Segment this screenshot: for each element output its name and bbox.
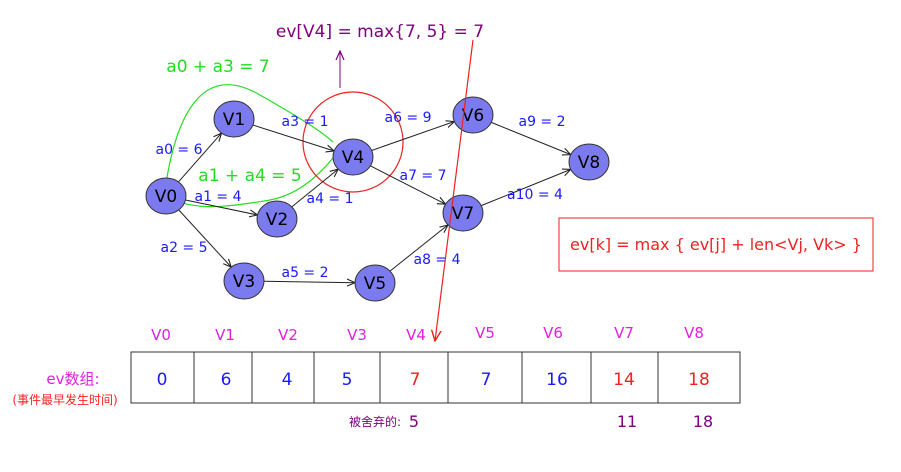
node-v8-label: V8 — [578, 153, 600, 173]
array-value-v3: 5 — [342, 370, 353, 390]
array-label: ev数组: — [46, 370, 99, 388]
discarded-label: 被舍弃的: — [349, 414, 401, 429]
edge-v1-v4 — [252, 124, 334, 151]
edge-v0-v2 — [185, 199, 257, 215]
array-headers: V0 V1 V2 V3 V4 V5 V6 V7 V8 — [151, 324, 704, 344]
node-v6: V6 — [452, 96, 494, 134]
node-v3-label: V3 — [233, 272, 255, 292]
array-cell-v4 — [379, 351, 449, 404]
formula-text: ev[k] = max { ev[j] + len<Vj, Vk> } — [570, 235, 862, 254]
array-cell-v1 — [193, 351, 253, 404]
array-value-v0: 0 — [157, 370, 168, 390]
edge-label-a1: a1 = 4 — [194, 189, 241, 205]
annotation-a1-a4: a1 + a4 = 5 — [198, 166, 301, 186]
node-v4-label: V4 — [342, 148, 364, 168]
array-header-v5: V5 — [475, 324, 495, 342]
green-path-a0-a3 — [164, 84, 334, 191]
edge-label-a9: a9 = 2 — [518, 114, 565, 130]
array-header-v2: V2 — [278, 326, 298, 344]
array-value-v4: 7 — [410, 370, 421, 390]
array-header-v4: V4 — [406, 326, 426, 344]
edge-label-a6: a6 = 9 — [384, 110, 431, 126]
array-header-v6: V6 — [543, 324, 563, 342]
array-header-v7: V7 — [614, 324, 634, 342]
array-cell-v2 — [251, 351, 315, 404]
edge-label-a7: a7 = 7 — [399, 168, 446, 184]
edge-v6-v8 — [491, 121, 571, 154]
edge-v3-v5 — [263, 281, 355, 282]
array-header-v1: V1 — [215, 326, 235, 344]
node-v4: V4 — [332, 138, 374, 176]
array-value-v6: 16 — [546, 370, 568, 390]
node-v2: V2 — [256, 200, 298, 238]
discarded-v7: 11 — [617, 412, 637, 431]
array-cell-v0 — [130, 351, 195, 404]
edge-labels: a0 = 6 a1 = 4 a2 = 5 a3 = 1 a4 = 1 a5 = … — [155, 110, 565, 281]
edge-lines — [178, 122, 570, 283]
edge-v4-v7 — [370, 165, 445, 204]
edge-v4-v6 — [371, 122, 455, 151]
array-cell-v6 — [521, 351, 592, 404]
array-value-v2: 4 — [282, 370, 293, 390]
node-v6-label: V6 — [462, 106, 484, 126]
array-value-v1: 6 — [221, 370, 232, 390]
node-v1: V1 — [213, 100, 255, 138]
edge-label-a10: a10 = 4 — [507, 187, 563, 203]
edge-v5-v7 — [389, 225, 448, 272]
edge-label-a4: a4 = 1 — [306, 191, 353, 207]
edge-label-a2: a2 = 5 — [160, 240, 207, 256]
node-v7: V7 — [442, 194, 484, 232]
edge-label-a3: a3 = 1 — [281, 114, 328, 130]
array-header-v0: V0 — [151, 326, 171, 344]
header-text: ev[V4] = max{7, 5} = 7 — [276, 22, 484, 42]
edge-label-a5: a5 = 2 — [281, 265, 328, 281]
array-header-v3: V3 — [347, 326, 367, 344]
annotation-a0-a3: a0 + a3 = 7 — [166, 57, 269, 77]
node-v0: V0 — [145, 177, 187, 215]
discarded-v8: 18 — [693, 412, 713, 431]
node-v0-label: V0 — [155, 187, 177, 207]
array-sublabel: (事件最早发生时间) — [12, 392, 117, 407]
array-header-v8: V8 — [684, 324, 704, 342]
green-path-a1-a4 — [174, 157, 334, 208]
edge-v0-v3 — [178, 209, 232, 267]
node-v3: V3 — [223, 262, 265, 300]
edge-label-a8: a8 = 4 — [413, 252, 460, 268]
array-value-v5: 7 — [481, 370, 492, 390]
graph-nodes: V0 V1 V2 V3 V4 V5 V6 V7 — [145, 96, 610, 302]
array-value-v8: 18 — [688, 370, 710, 390]
array-value-v7: 14 — [613, 370, 635, 390]
node-v5: V5 — [354, 264, 396, 302]
edge-label-a0: a0 = 6 — [155, 142, 202, 158]
node-v2-label: V2 — [266, 210, 288, 230]
array-cell-v5 — [447, 351, 523, 404]
discarded-v4: 5 — [409, 412, 419, 431]
edge-v2-v4 — [291, 169, 338, 208]
node-v1-label: V1 — [223, 110, 245, 130]
formula-box — [558, 217, 874, 272]
node-v7-label: V7 — [452, 204, 474, 224]
array-cell-v3 — [313, 351, 381, 404]
v4-highlight-circle — [302, 91, 404, 193]
node-v5-label: V5 — [364, 274, 386, 294]
array-cell-v8 — [657, 351, 741, 404]
edge-v0-v1 — [178, 133, 221, 183]
red-pointer-arrow — [435, 39, 474, 341]
edge-v7-v8 — [481, 169, 571, 207]
node-v8: V8 — [568, 143, 610, 181]
ev-array: 0 6 4 5 7 7 16 14 18 — [130, 351, 741, 404]
